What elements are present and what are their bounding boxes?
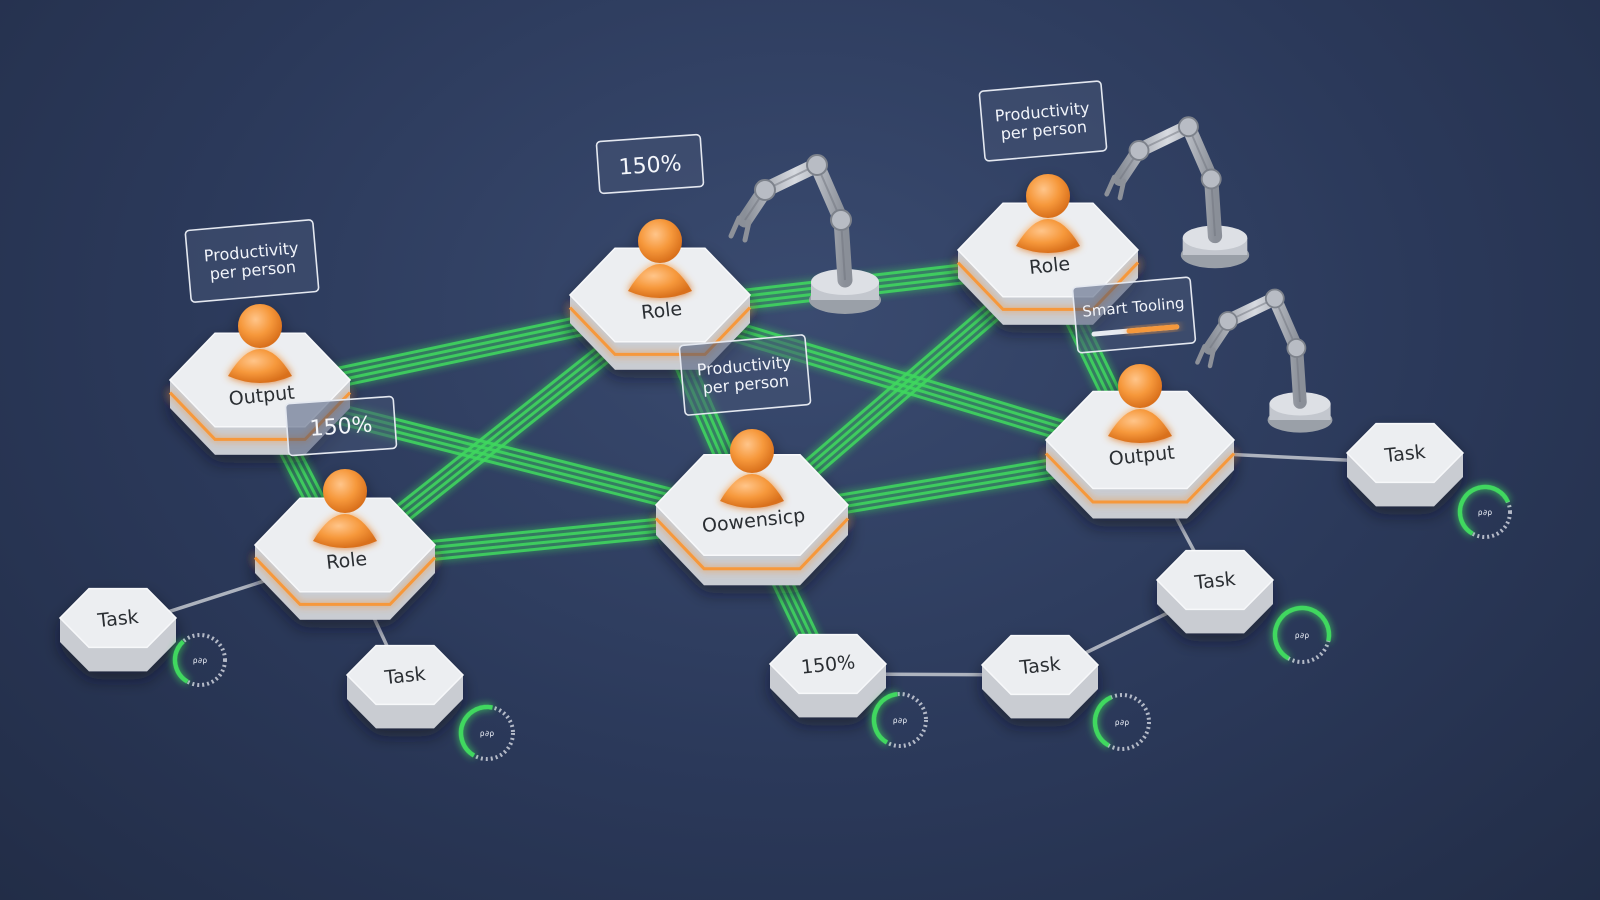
node-label: Role — [1028, 253, 1071, 279]
person-icon — [1108, 364, 1172, 443]
node-task-150: 150% — [768, 633, 888, 718]
node-ownership-center: Oowensicp — [654, 429, 850, 586]
gauge-text: ρ∂ρ — [1478, 508, 1493, 517]
gauges-layer: ρ∂ρ ρ∂ρ ρ∂ρ ρ∂ρ ρ∂ρ ρ∂ρ — [172, 484, 1513, 762]
robots-layer — [728, 116, 1333, 433]
node-label: Role — [325, 548, 368, 574]
card-text: 150% — [618, 151, 682, 180]
card-150-top: 150% — [595, 133, 705, 195]
node-role-left: Role — [253, 469, 437, 620]
node-label: Task — [96, 606, 140, 632]
card-text: 150% — [309, 413, 373, 442]
robot-arm-icon — [728, 154, 881, 314]
node-output-right: Output — [1044, 364, 1236, 519]
node-task-mid-right: Task — [1155, 549, 1275, 634]
node-task-right: Task — [1345, 422, 1465, 507]
gauge-text: ρ∂ρ — [480, 729, 495, 738]
person-icon — [228, 304, 292, 383]
tooling-progress-fill — [1126, 324, 1180, 334]
progress-gauge: ρ∂ρ — [1272, 605, 1332, 665]
gauge-text: ρ∂ρ — [193, 656, 208, 665]
person-icon — [720, 429, 784, 508]
progress-gauge: ρ∂ρ — [871, 691, 929, 749]
gauge-text: ρ∂ρ — [1115, 718, 1130, 727]
robot-arm-icon — [1104, 116, 1250, 269]
node-label: Task — [383, 663, 427, 689]
progress-gauge: ρ∂ρ — [458, 704, 516, 762]
node-label: Task — [1018, 653, 1062, 679]
node-task-left: Task — [345, 644, 465, 729]
person-icon — [313, 469, 377, 548]
progress-gauge: ρ∂ρ — [1092, 692, 1152, 752]
card-smart-tooling: Smart Tooling — [1071, 276, 1197, 354]
node-task-far-left: Task — [58, 587, 178, 672]
node-label: Role — [640, 298, 683, 324]
gauge-text: ρ∂ρ — [893, 716, 908, 725]
person-icon — [628, 219, 692, 298]
person-icon — [1016, 174, 1080, 253]
progress-gauge: ρ∂ρ — [1457, 484, 1513, 540]
card-150-left: 150% — [284, 395, 398, 457]
node-label: Task — [1193, 568, 1237, 594]
gauge-text: ρ∂ρ — [1295, 631, 1310, 640]
progress-gauge: ρ∂ρ — [172, 632, 228, 688]
node-label: Task — [1383, 441, 1427, 467]
node-task-bottom: Task — [980, 634, 1100, 719]
robot-arm-icon — [1195, 288, 1333, 433]
